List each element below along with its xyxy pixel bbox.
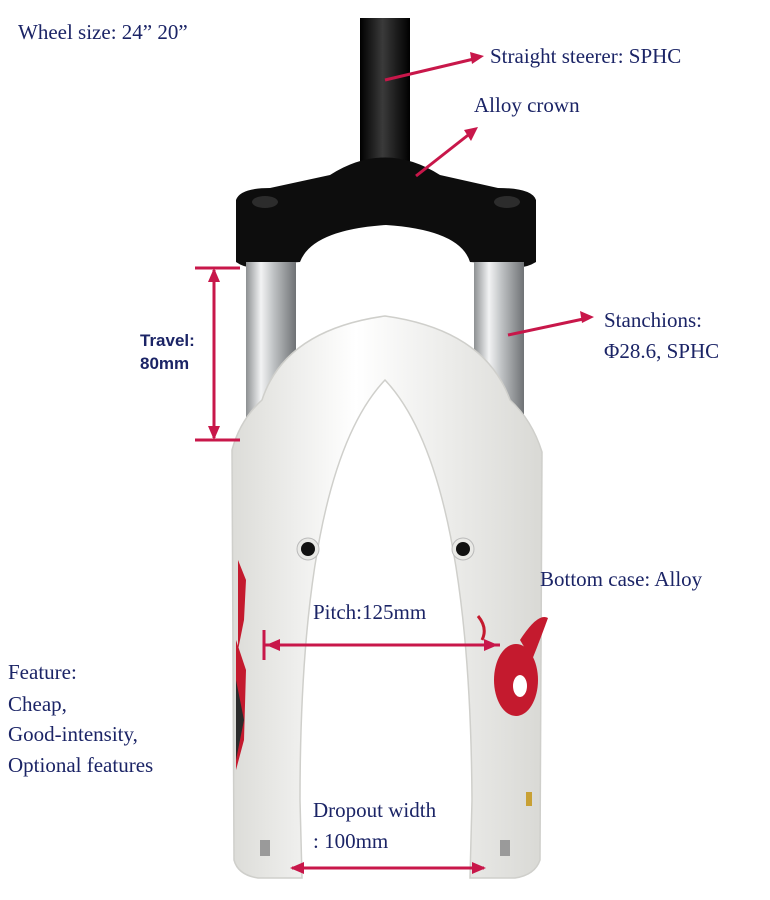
fork-crown [236,157,536,268]
stanchions-label-line1: Stanchions: [604,308,702,332]
dropout-label-line1: Dropout width [313,798,437,822]
stanchions-label-line2: Φ28.6, SPHC [604,339,720,363]
stanchion-arrow [507,316,589,337]
crown-arrow [415,130,473,178]
travel-label-line1: Travel: [140,331,195,350]
crown-label: Alloy crown [474,93,580,117]
steerer-arrow [384,56,479,82]
steerer-label: Straight steerer: SPHC [490,44,682,68]
feature-item-2: Good-intensity, [8,722,138,746]
bottom-case-label: Bottom case: Alloy [540,567,703,591]
feature-item-1: Cheap, [8,692,67,716]
feature-title: Feature: [8,660,77,684]
dropout-label-line2: : 100mm [313,829,389,853]
feature-item-3: Optional features [8,753,154,777]
wheel-size-label: Wheel size: 24” 20” [18,20,188,44]
travel-label-line2: 80mm [140,354,190,373]
right-decal [476,615,548,716]
lower-legs [231,315,543,879]
pitch-label: Pitch:125mm [313,600,427,624]
